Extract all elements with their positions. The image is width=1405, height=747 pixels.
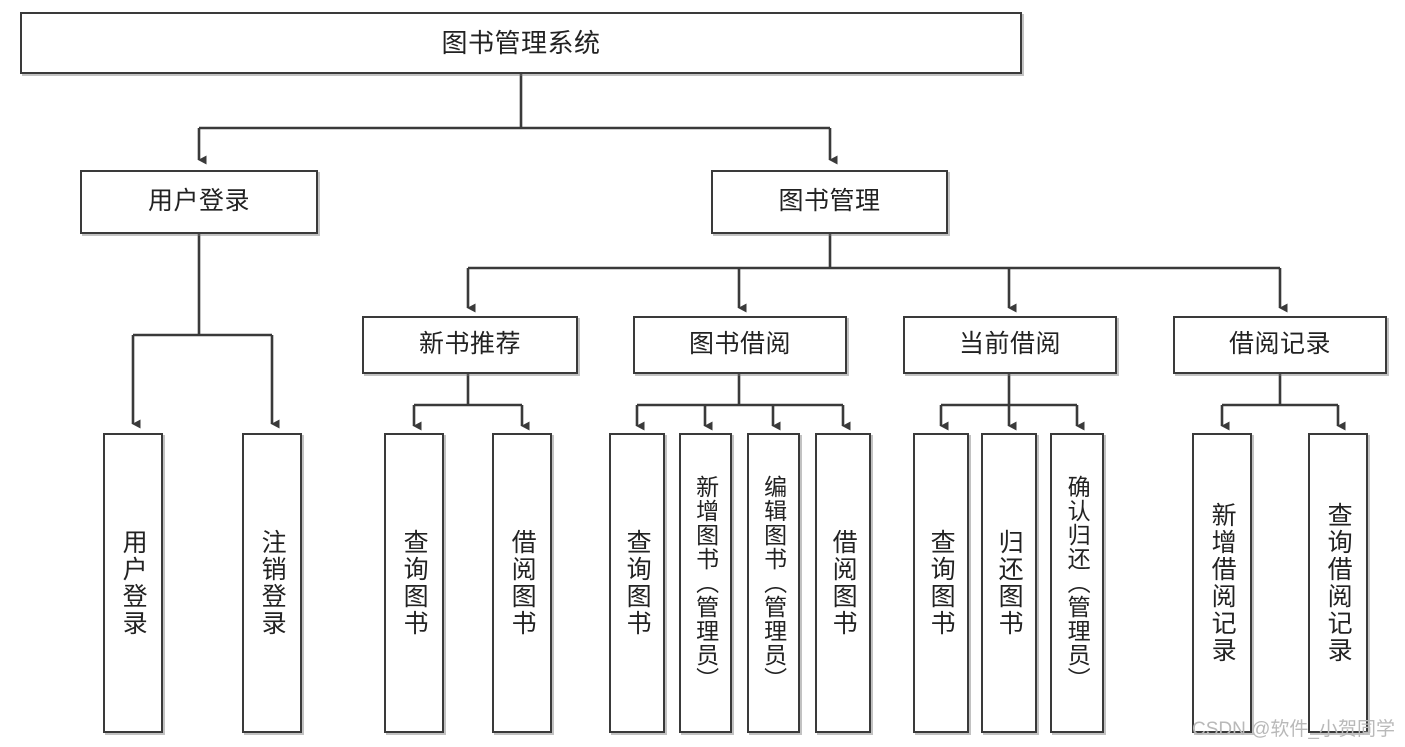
node-root[interactable]: 图书管理系统 xyxy=(20,12,1022,74)
node-leaf-query-book-1[interactable]: 查询图书 xyxy=(384,433,444,733)
node-book-manage[interactable]: 图书管理 xyxy=(711,170,948,234)
node-leaf-add-book-label: 新增图书（管理员） xyxy=(692,475,719,691)
node-current-borrow-label: 当前借阅 xyxy=(958,330,1061,359)
node-leaf-logout[interactable]: 注销登录 xyxy=(242,433,302,733)
node-leaf-query-book-2[interactable]: 查询图书 xyxy=(609,433,665,733)
node-leaf-query-record[interactable]: 查询借阅记录 xyxy=(1308,433,1368,733)
node-leaf-confirm-return-label: 确认归还（管理员） xyxy=(1064,475,1091,691)
node-book-borrow-label: 图书借阅 xyxy=(688,330,791,359)
node-leaf-query-book-1-label: 查询图书 xyxy=(400,529,429,637)
node-leaf-add-book[interactable]: 新增图书（管理员） xyxy=(679,433,732,733)
node-leaf-query-book-3-label: 查询图书 xyxy=(927,529,956,637)
node-leaf-edit-book[interactable]: 编辑图书（管理员） xyxy=(747,433,800,733)
node-root-label: 图书管理系统 xyxy=(441,27,601,58)
node-borrow-record-label: 借阅记录 xyxy=(1228,330,1331,359)
node-leaf-edit-book-label: 编辑图书（管理员） xyxy=(760,475,787,691)
node-leaf-return-book-label: 归还图书 xyxy=(995,529,1024,637)
node-user-login[interactable]: 用户登录 xyxy=(80,170,318,234)
node-book-manage-label: 图书管理 xyxy=(778,187,881,216)
node-new-book-rec-label: 新书推荐 xyxy=(418,330,521,359)
csdn-watermark: CSDN @软件_小贺同学 xyxy=(1192,719,1395,740)
node-borrow-record[interactable]: 借阅记录 xyxy=(1173,316,1387,374)
node-leaf-return-book[interactable]: 归还图书 xyxy=(981,433,1037,733)
node-leaf-user-login[interactable]: 用户登录 xyxy=(103,433,163,733)
node-book-borrow[interactable]: 图书借阅 xyxy=(633,316,847,374)
node-leaf-query-book-2-label: 查询图书 xyxy=(623,529,652,637)
node-leaf-user-login-label: 用户登录 xyxy=(119,529,148,637)
node-current-borrow[interactable]: 当前借阅 xyxy=(903,316,1117,374)
node-leaf-query-book-3[interactable]: 查询图书 xyxy=(913,433,969,733)
node-leaf-add-record-label: 新增借阅记录 xyxy=(1208,502,1237,664)
node-leaf-borrow-book-1-label: 借阅图书 xyxy=(508,529,537,637)
node-leaf-confirm-return[interactable]: 确认归还（管理员） xyxy=(1050,433,1104,733)
node-user-login-label: 用户登录 xyxy=(147,187,250,216)
node-leaf-borrow-book-2-label: 借阅图书 xyxy=(829,529,858,637)
node-leaf-borrow-book-1[interactable]: 借阅图书 xyxy=(492,433,552,733)
node-leaf-add-record[interactable]: 新增借阅记录 xyxy=(1192,433,1252,733)
node-leaf-borrow-book-2[interactable]: 借阅图书 xyxy=(815,433,871,733)
node-leaf-query-record-label: 查询借阅记录 xyxy=(1324,502,1353,664)
node-new-book-rec[interactable]: 新书推荐 xyxy=(362,316,578,374)
node-leaf-logout-label: 注销登录 xyxy=(258,529,287,637)
